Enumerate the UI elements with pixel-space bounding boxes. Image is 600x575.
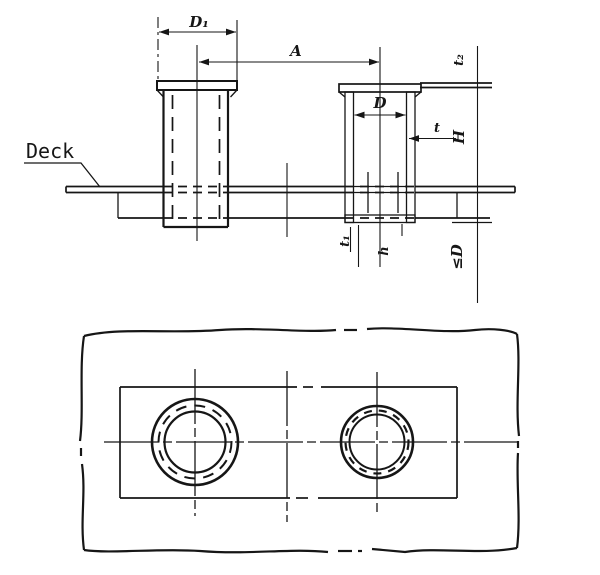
dim-label-a: A (288, 42, 302, 60)
right-bollard-post-section (338, 47, 422, 267)
deck-callout: Deck (24, 139, 101, 188)
plan-view (78, 327, 521, 554)
dim-label-h-height: H (450, 129, 468, 145)
dimension-t: t (409, 121, 456, 142)
dimension-d: D (354, 94, 406, 119)
left-bollard-post (156, 45, 238, 241)
under-deck-structure (117, 192, 490, 219)
dimension-d1: D₁ (157, 13, 238, 80)
dim-label-max-diameter: ≤D (448, 244, 466, 270)
deck-label: Deck (26, 139, 74, 163)
dim-label-t: t (434, 121, 440, 136)
dim-label-d: D (372, 94, 386, 112)
dim-label-t1: t₁ (338, 235, 353, 247)
dim-label-h: h (377, 246, 392, 255)
top-view-elevation: Deck (24, 13, 516, 303)
deck-boundary-outline (78, 327, 521, 554)
bottom-plate-dimensions: t₁ h (338, 235, 392, 256)
deck-plate (65, 185, 516, 194)
dim-label-d1: D₁ (188, 13, 209, 31)
deck-leader-line (24, 162, 101, 188)
right-dimension-column: t₂ H ≤D (420, 46, 492, 303)
plan-centerlines (104, 369, 518, 522)
dim-label-t2: t₂ (452, 54, 467, 66)
dimension-a: A (199, 42, 379, 66)
